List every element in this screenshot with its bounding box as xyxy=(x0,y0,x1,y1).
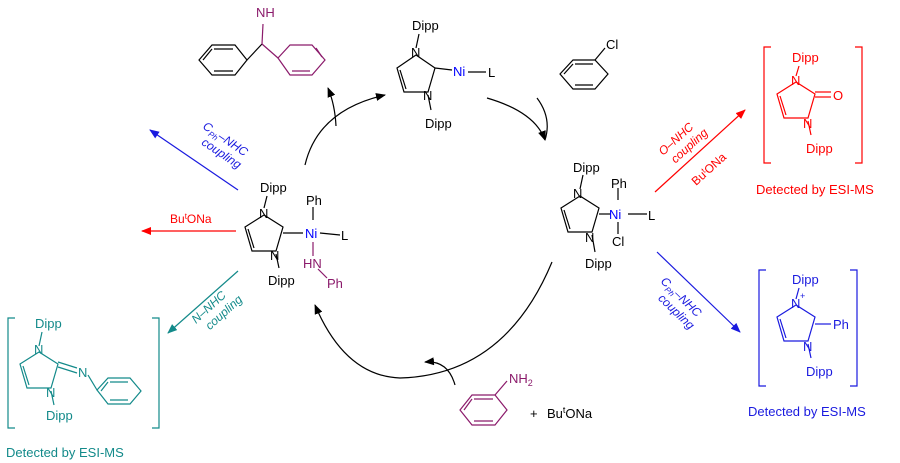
plus-sign: + xyxy=(530,406,538,421)
red-n-top: N xyxy=(791,73,800,88)
arc-top-to-right xyxy=(486,97,546,141)
red-o: O xyxy=(833,88,843,103)
teal-detected-label: Detected by ESI-MS xyxy=(6,445,124,460)
pathway-base-elim: ButONa xyxy=(141,212,236,235)
blue-n-top: N xyxy=(791,296,800,311)
arc-chlorobenzene-in xyxy=(536,97,548,141)
ni2-l: L xyxy=(648,208,655,223)
ni2-ni: Ni xyxy=(609,207,621,222)
pathway-cph-nhc-left: CPh–NHC coupling xyxy=(149,119,251,191)
amido-dipp-bottom: Dipp xyxy=(268,273,295,288)
chlorobenzene: Cl xyxy=(559,37,618,90)
aniline-nh2: NH2 xyxy=(509,371,533,388)
red-dipp-top: Dipp xyxy=(792,50,819,65)
ni0-l: L xyxy=(488,65,495,80)
teal-n-top: N xyxy=(34,342,43,357)
red-detected-label: Detected by ESI-MS xyxy=(756,182,874,197)
amido-l: L xyxy=(341,228,348,243)
cycle-arcs xyxy=(304,87,553,386)
aniline-and-base: NH2 + ButONa xyxy=(459,371,593,426)
teal-dipp-bottom: Dipp xyxy=(46,408,73,423)
ni2-dipp-top: Dipp xyxy=(573,160,600,175)
amido-ph2: Ph xyxy=(327,276,343,291)
base-butona: ButONa xyxy=(547,405,593,421)
imine-nh: NH xyxy=(256,5,275,20)
blue-product: Dipp N + N Dipp Ph xyxy=(758,269,858,387)
teal-product: Dipp N N Dipp N xyxy=(7,316,160,429)
blue-dipp-bottom: Dipp xyxy=(806,364,833,379)
ni0-dipp-bottom: Dipp xyxy=(425,116,452,131)
red-dipp-bottom: Dipp xyxy=(806,141,833,156)
blue-n-bottom: N xyxy=(803,339,812,354)
red-n-bottom: N xyxy=(803,116,812,131)
arc-left-to-top xyxy=(304,93,386,166)
teal-dipp-top: Dipp xyxy=(35,316,62,331)
ni2-n-top: N xyxy=(573,186,582,201)
red-product: Dipp N N Dipp O xyxy=(763,46,863,164)
amido-hn: HN xyxy=(303,256,322,271)
arc-branch-amine-product xyxy=(327,87,337,127)
blue-ph: Ph xyxy=(833,317,849,332)
pathway-n-nhc: N–NHC coupling xyxy=(167,270,245,334)
ni2-phcl-complex: Dipp N N Dipp Ph Ni L Cl xyxy=(560,160,655,271)
arc-aniline-in xyxy=(424,357,456,386)
teal-n-bottom: N xyxy=(46,385,55,400)
blue-dipp-top: Dipp xyxy=(792,272,819,287)
teal-n-imine: N xyxy=(78,365,87,380)
amido-ph: Ph xyxy=(306,193,322,208)
ni2-n-bottom: N xyxy=(585,230,594,245)
blue-detected-label: Detected by ESI-MS xyxy=(748,404,866,419)
ni0-n-bottom: N xyxy=(423,88,432,103)
amido-dipp-top: Dipp xyxy=(260,180,287,195)
ni2-cl: Cl xyxy=(612,234,624,249)
ni0-ni: Ni xyxy=(453,64,465,79)
amido-ni: Ni xyxy=(305,226,317,241)
ni2-dipp-bottom: Dipp xyxy=(585,256,612,271)
ni2-ph: Ph xyxy=(611,176,627,191)
amido-n-bottom: N xyxy=(270,248,279,263)
base-elim-label: ButONa xyxy=(170,212,212,226)
ni0-nhc-complex: Dipp N N Dipp Ni L xyxy=(396,18,495,131)
imine-product: NH xyxy=(198,5,326,76)
ni2-amido-complex: Dipp N N Dipp Ph Ni L HN Ph xyxy=(244,180,348,291)
pathway-o-nhc: O–NHC coupling ButONa xyxy=(654,109,746,193)
ni0-n-top: N xyxy=(411,45,420,60)
arc-right-to-bottom xyxy=(314,261,553,379)
amido-n-top: N xyxy=(259,206,268,221)
pathway-cph-nhc-right: CPh–NHC coupling xyxy=(655,251,741,333)
chlorobenzene-cl: Cl xyxy=(606,37,618,52)
ni0-dipp-top: Dipp xyxy=(412,18,439,33)
blue-nplus: + xyxy=(800,291,805,301)
